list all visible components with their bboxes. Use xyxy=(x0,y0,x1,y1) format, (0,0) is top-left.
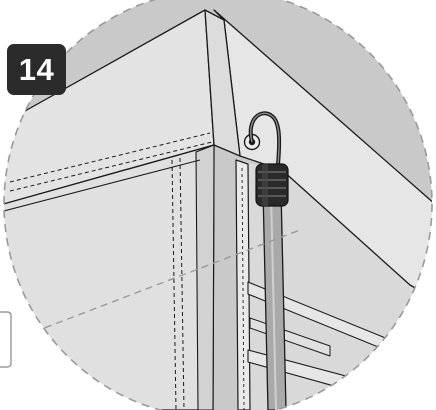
step-badge: 14 xyxy=(7,44,66,95)
hem-stitch-left xyxy=(9,132,211,183)
leader-line xyxy=(4,229,301,346)
step-number: 14 xyxy=(18,52,55,87)
side-wall-fold xyxy=(195,144,215,410)
cord-stopper xyxy=(255,163,289,207)
wall-stitch-2 xyxy=(179,157,185,410)
inner-frame xyxy=(235,159,251,410)
pole-highlight xyxy=(270,191,277,410)
inner-frame-stitch xyxy=(241,167,245,410)
wall-hem xyxy=(4,159,201,213)
corner-seam xyxy=(204,9,241,157)
callout-box-edge xyxy=(0,311,12,368)
zoom-circle-outline xyxy=(3,0,433,410)
bungee-hook-highlight xyxy=(250,112,280,166)
